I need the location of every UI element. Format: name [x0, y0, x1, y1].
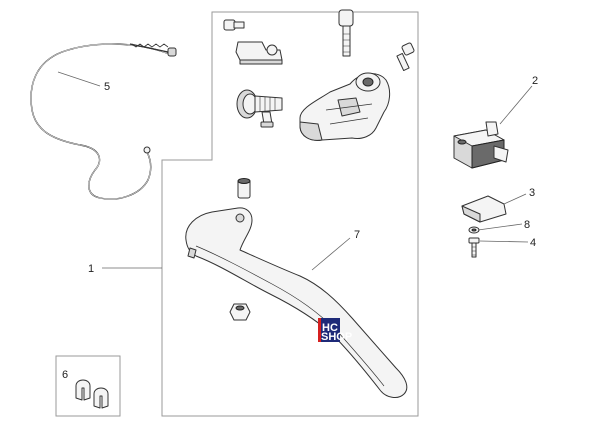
callout-8: 8: [524, 219, 530, 231]
callout-4: 4: [530, 237, 536, 249]
clamp-screw: [396, 42, 415, 72]
callout-1: 1: [88, 263, 94, 275]
callout-3: 3: [529, 187, 535, 199]
pivot-bolt: [338, 9, 354, 57]
small-bolt: [223, 19, 245, 31]
assembly-frame: [161, 11, 419, 417]
lever-spacer: [237, 178, 251, 199]
cable-clips: [75, 379, 109, 409]
watermark-line-1: HC: [322, 322, 338, 334]
callout-2: 2: [532, 75, 538, 87]
hc-shop-watermark: HC SHOP: [318, 318, 352, 343]
clutch-switch: [453, 121, 509, 169]
switch-plate: [461, 195, 507, 223]
washer: [468, 226, 480, 234]
part-6-frame: [55, 355, 121, 417]
callout-7: 7: [354, 229, 360, 241]
callout-5: 5: [104, 81, 110, 93]
clutch-cable: [30, 43, 177, 200]
clutch-lever: [185, 207, 408, 398]
cable-clamp-bracket: [235, 41, 283, 65]
watermark-line-2: SHOP: [321, 331, 352, 343]
lever-bracket: [299, 72, 391, 141]
lever-nut: [229, 303, 251, 321]
switch-screw: [468, 237, 480, 258]
leader-lines: [57, 71, 533, 271]
callout-6: 6: [62, 369, 68, 381]
cable-adjuster: [236, 89, 283, 128]
